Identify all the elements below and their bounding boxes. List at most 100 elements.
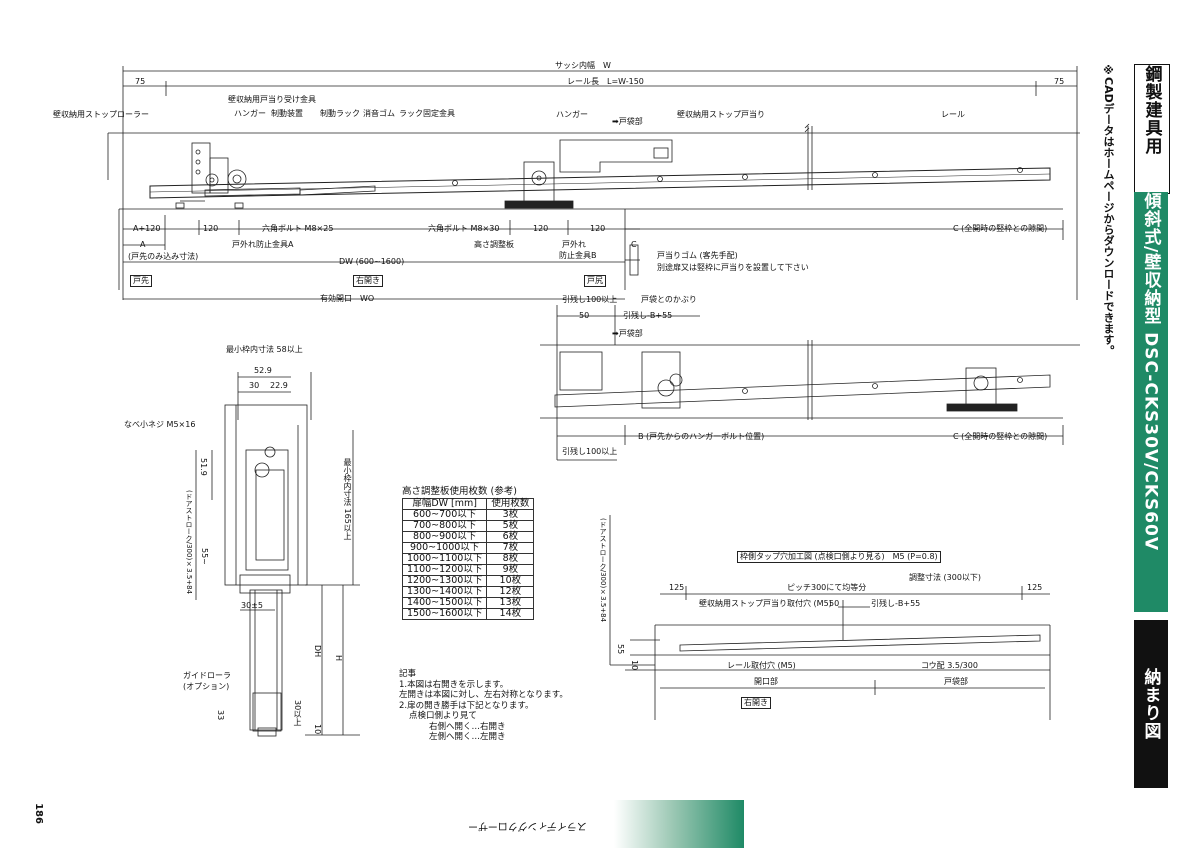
slope-label: コウ配 3.5/300 [921, 661, 978, 670]
door-stroke-label: (ドアストローク/300)×3.5+84 [185, 490, 193, 595]
opening-label: 開口部 [754, 677, 778, 686]
dim-30pm5-label: 30±5 [241, 601, 263, 610]
c-small-label: C [631, 240, 637, 249]
notes-block: 記事 1.本図は右開きを示します。 左開きは本図に対し、左右対称となります。 2… [399, 669, 568, 743]
notes-line: 点検口側より見て [409, 711, 477, 721]
sash-inner-width-label: サッシ内幅 W [555, 61, 611, 70]
table-cell: 5枚 [486, 520, 535, 532]
table-cell: 1100~1200以下 [401, 564, 488, 576]
dim-120a-label: 120 [203, 224, 219, 233]
stop-hole-label: 壁収納用ストップ戸当り取付穴 (M5) [699, 599, 832, 608]
table-cell: 1200~1300以下 [401, 575, 488, 587]
hex-bolt-30-label: 六角ボルト M8×30 [428, 224, 500, 233]
dim-30-label: 30 [249, 381, 260, 390]
table-cell: 9枚 [486, 564, 535, 576]
table-cell: 14枚 [486, 608, 535, 620]
dim-229-label: 22.9 [270, 381, 288, 390]
dim-33-label: 33 [216, 710, 225, 721]
pan-screw-label: なべ小ネジ M5×16 [124, 420, 196, 429]
door-tip-box: 戸先 [130, 275, 152, 287]
notes-line: 2.扉の開き勝手は下記となります。 [399, 700, 534, 711]
dim-125l-label: 125 [669, 583, 685, 592]
table-cell: 3枚 [486, 509, 535, 521]
table-cell: 13枚 [486, 597, 535, 609]
c-gap2-label: C (全開時の竪枠との隙間) [953, 432, 1048, 441]
dim-519-label: 51.9 [199, 458, 208, 476]
dim-75-right: 75 [1054, 77, 1065, 86]
pitch-label: ピッチ300にて均等分 [787, 583, 867, 592]
section-text: 納まり図 [1140, 668, 1161, 740]
height-plate-label: 高さ調整板 [474, 240, 514, 249]
table-cell: 10枚 [486, 575, 535, 587]
door-stop-rubber-label: 戸当りゴム (客先手配) [657, 251, 738, 260]
dim-120c-label: 120 [590, 224, 606, 233]
fall-prevent-b1-label: 戸外れ [562, 240, 586, 249]
section-tab: 納まり図 [1134, 620, 1168, 788]
hanger-label: ハンガー [234, 109, 266, 118]
table-header-row: 扉幅DW [mm] 使用枚数 [401, 498, 535, 510]
a-label: A [140, 240, 146, 249]
table-cell: 1300~1400以下 [401, 586, 488, 598]
dim-10-label: 10 [313, 724, 322, 735]
door-tail-box: 戸尻 [584, 275, 606, 287]
table-cell: 6枚 [486, 531, 535, 543]
pull-left-100b-label: 引残し100以上 [562, 447, 618, 456]
dh-label: DH [313, 645, 322, 658]
dim-10b-label: 10 [630, 660, 639, 671]
rail-length-label: レール長 L=W-150 [567, 77, 644, 86]
rail-label: レール [941, 110, 965, 119]
dw-label: DW (600~1600) [339, 257, 405, 266]
model-tab: 傾斜式/壁収納型 DSC-CKS30V/CKS60V [1134, 192, 1168, 612]
rack-fixture-label: ラック固定金具 [399, 109, 455, 118]
pull-left-b55b-label: 引残し-B+55 [871, 599, 921, 608]
table-cell: 1000~1100以下 [401, 553, 488, 565]
min-frame-label: 最小枠内寸法 58以上 [226, 345, 303, 354]
sound-rubber-label: 消音ゴム [363, 109, 395, 118]
tap-title-box: 枠側タップ穴加工図 (点検口側より見る) M5 (P=0.8) [737, 551, 941, 563]
table-cell: 600~700以下 [401, 509, 488, 521]
notes-line: 1.本図は右開きを示します。 [399, 679, 509, 690]
table-header-width: 扉幅DW [mm] [401, 498, 488, 510]
notes-line: 左開きは本図に対し、左右対称となります。 [399, 690, 568, 700]
c-gap-label: C (全開時の竪枠との隙間) [953, 224, 1048, 233]
category-text: 鋼製建具用 [1141, 65, 1162, 155]
a-paren-label: (戸先のみ込み寸法) [128, 252, 199, 261]
separate-note-label: 別途扉又は竪枠に戸当りを設置して下さい [657, 263, 809, 272]
right-open2-box: 右開き [741, 697, 771, 709]
min-frame-h-label: 最小枠内寸法 165以上 [343, 458, 352, 540]
table-cell: 800~900以下 [401, 531, 488, 543]
rail-hole-label: レール取付穴 (M5) [727, 661, 796, 670]
guide-roller2-label: (オプション) [183, 682, 230, 691]
dim-50b-label: 50 [829, 599, 840, 608]
table-cell: 7枚 [486, 542, 535, 554]
fall-prevent-b2-label: 防止金具B [559, 251, 597, 260]
dim-529-label: 52.9 [254, 366, 272, 375]
dim-30up-label: 30以上 [293, 700, 302, 727]
effective-opening-label: 有効開口 WO [320, 294, 375, 303]
dim-50-label: 50 [579, 311, 590, 320]
b-label: B (戸先からのハンガーボルト位置) [638, 432, 765, 441]
dim-120b-label: 120 [533, 224, 549, 233]
dim-55b-label: 55 [616, 644, 625, 655]
brand-name: スライディングクローザー [468, 820, 587, 831]
adjust-dim-label: 調整寸法 (300以下) [909, 573, 982, 582]
table-cell: 8枚 [486, 553, 535, 565]
table-title: 高さ調整板使用枚数 (参考) [402, 486, 517, 497]
footer-gradient-bar [614, 800, 744, 848]
a-plus-120-label: A+120 [133, 224, 161, 233]
h-label: H [334, 655, 343, 662]
dim-55-label: 55~ [200, 548, 209, 565]
overlap-label: 戸袋とのかぶり [641, 295, 697, 304]
stop-roller-label: 壁収納用ストップローラー [53, 110, 149, 119]
brake-label: 制動装置 [271, 109, 303, 118]
pocket-label: 戸袋部 [944, 677, 968, 686]
notes-line: 右側へ開く…右開き [429, 721, 506, 732]
